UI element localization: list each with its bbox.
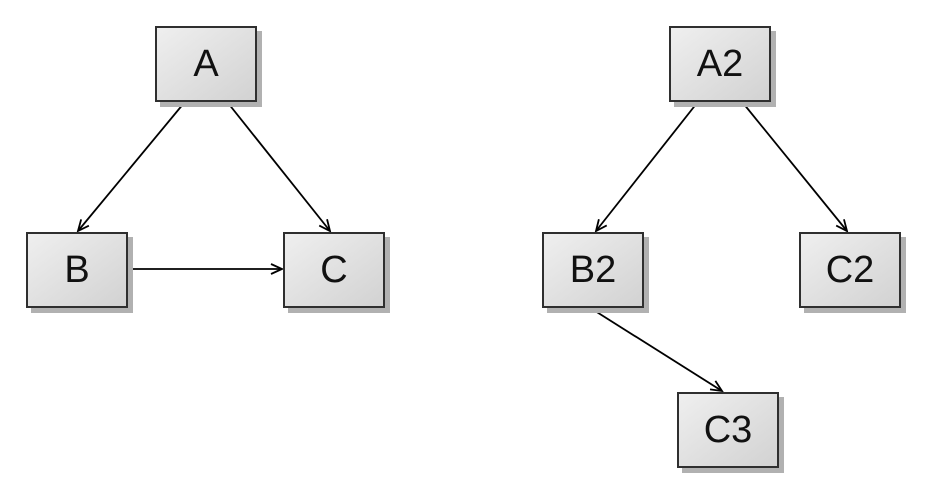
node-C3[interactable]: C3 — [677, 392, 779, 468]
node-C2[interactable]: C2 — [799, 232, 901, 308]
node-A[interactable]: A — [155, 26, 257, 102]
node-B[interactable]: B — [26, 232, 128, 308]
node-A2-label: A2 — [696, 43, 744, 85]
node-C[interactable]: C — [283, 232, 385, 308]
edge-A2-C2[interactable] — [742, 102, 849, 233]
node-C-label: C — [320, 249, 348, 291]
edge-A2-B2[interactable] — [594, 102, 698, 233]
node-A-label: A — [193, 43, 219, 85]
edge-A-C[interactable] — [227, 102, 332, 233]
node-C3-label: C3 — [703, 409, 753, 451]
edge-A-B[interactable] — [76, 102, 185, 233]
edge-B2-C3[interactable] — [591, 308, 724, 393]
node-C2-label: C2 — [825, 249, 875, 291]
node-B2-label: B2 — [569, 249, 617, 291]
node-B2[interactable]: B2 — [542, 232, 644, 308]
node-A2[interactable]: A2 — [669, 26, 771, 102]
node-B-label: B — [64, 249, 90, 291]
